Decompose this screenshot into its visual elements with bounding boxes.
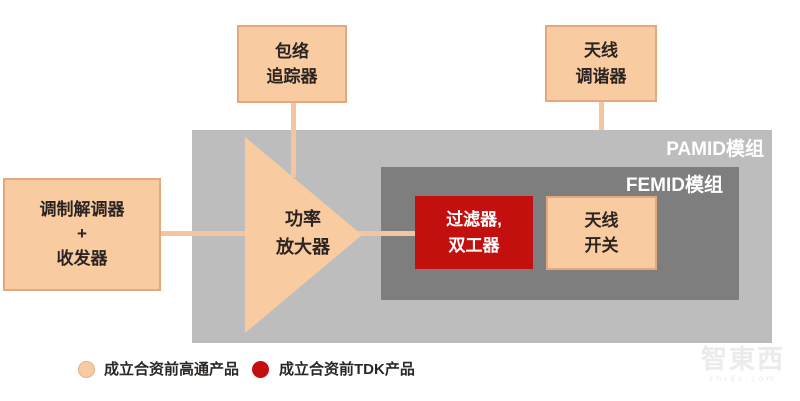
- watermark: 智東西 zhidx.com: [688, 344, 798, 384]
- connector-amplifier-to-filter: [358, 231, 415, 236]
- power-amplifier-label-line1: 功率: [285, 209, 321, 229]
- modem-transceiver-line1: 调制解调器: [39, 199, 125, 219]
- modem-transceiver-box: 调制解调器 + 收发器: [3, 178, 161, 291]
- filter-duplexer-line1: 过滤器,: [446, 210, 502, 229]
- legend-swatch-qualcomm: [78, 361, 95, 378]
- watermark-domain: zhidx.com: [709, 374, 777, 383]
- connector-envelope-tracker-to-amplifier: [291, 103, 296, 177]
- antenna-switch-line1: 天线: [584, 210, 619, 230]
- antenna-tuner-line2: 调谐器: [575, 66, 627, 86]
- envelope-tracker-line1: 包络: [275, 41, 309, 61]
- filter-duplexer-line2: 双工器: [448, 235, 500, 255]
- antenna-switch-line2: 开关: [584, 236, 619, 255]
- connector-antenna-tuner-to-pamid: [599, 101, 604, 130]
- legend-label-qualcomm: 成立合资前高通产品: [104, 361, 240, 378]
- watermark-logo: 智東西: [700, 344, 785, 374]
- power-amplifier-label-line2: 放大器: [276, 236, 330, 257]
- femid-module-label: FEMID模组: [625, 175, 723, 196]
- envelope-tracker-box: 包络 追踪器: [237, 25, 347, 103]
- antenna-tuner-line1: 天线: [584, 41, 618, 60]
- modem-transceiver-line3: 收发器: [56, 248, 108, 268]
- pamid-module-label: PAMID模组: [666, 139, 764, 160]
- envelope-tracker-line2: 追踪器: [266, 67, 318, 86]
- legend-label-tdk: 成立合资前TDK产品: [279, 361, 415, 378]
- modem-transceiver-line2: +: [77, 224, 87, 244]
- legend-swatch-tdk: [252, 361, 269, 378]
- filter-duplexer-box: 过滤器, 双工器: [415, 196, 533, 269]
- power-amplifier-label: 功率 放大器: [247, 206, 359, 262]
- antenna-switch-box: 天线 开关: [546, 196, 657, 270]
- antenna-tuner-box: 天线 调谐器: [545, 25, 657, 102]
- connector-modem-to-amplifier: [161, 231, 245, 236]
